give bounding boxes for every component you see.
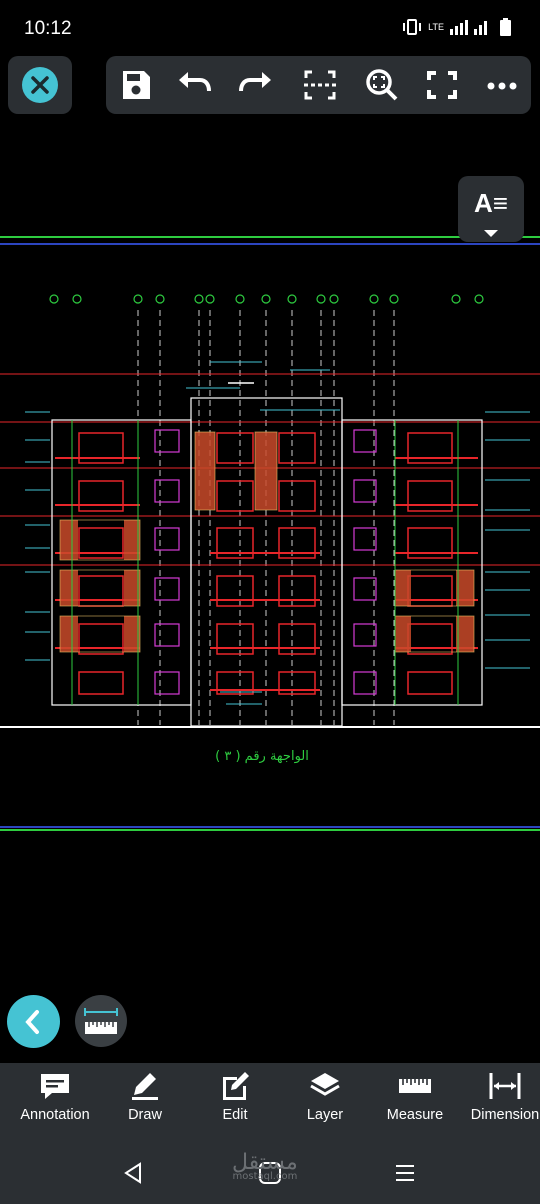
close-button[interactable] bbox=[8, 56, 72, 114]
redo-icon bbox=[239, 72, 271, 92]
layers-icon bbox=[310, 1073, 340, 1096]
text-style-icon: A≡ bbox=[474, 188, 508, 218]
dimension-icon bbox=[489, 1073, 521, 1099]
ruler-icon bbox=[399, 1079, 431, 1093]
tool-measure[interactable]: Measure bbox=[370, 1071, 460, 1123]
undo-button[interactable] bbox=[174, 66, 214, 104]
back-nav-icon[interactable] bbox=[122, 1161, 144, 1185]
system-nav-bar bbox=[0, 1143, 540, 1204]
save-button[interactable] bbox=[116, 66, 156, 104]
zoom-extents-icon bbox=[366, 69, 398, 101]
battery-icon bbox=[500, 18, 511, 36]
vibrate-icon bbox=[403, 19, 422, 35]
tool-annotation[interactable]: Annotation bbox=[10, 1071, 100, 1123]
more-button[interactable] bbox=[482, 66, 522, 104]
drawing-caption: الواجهة رقم ( ٣ ) bbox=[215, 749, 309, 764]
bottom-toolbar: Annotation Draw Edit Layer Measure Dimen… bbox=[0, 1063, 540, 1143]
tool-label: Layer bbox=[306, 1107, 344, 1123]
pencil-icon bbox=[132, 1073, 158, 1100]
top-toolbar bbox=[106, 56, 531, 114]
status-bar: 10:12 LTE bbox=[0, 0, 540, 56]
collapse-button[interactable] bbox=[7, 995, 60, 1048]
watermark-sub: mostaql.com bbox=[232, 1171, 298, 1182]
home-nav-icon[interactable] bbox=[258, 1161, 282, 1185]
ruler-icon bbox=[84, 1008, 118, 1034]
tool-label: Measure bbox=[386, 1107, 444, 1123]
annotation-icon bbox=[41, 1074, 69, 1099]
chevron-down-icon bbox=[484, 230, 498, 237]
select-region-icon bbox=[304, 70, 336, 100]
watermark-text: مستقل bbox=[232, 1150, 298, 1175]
network-type: LTE bbox=[428, 21, 444, 32]
zoom-extents-button[interactable] bbox=[362, 66, 402, 104]
tool-label: Draw bbox=[128, 1107, 162, 1123]
tool-edit[interactable]: Edit bbox=[190, 1071, 280, 1123]
watermark-logo: مستقل mostaql.com bbox=[232, 1150, 298, 1182]
quick-measure-button[interactable] bbox=[75, 995, 127, 1047]
more-icon bbox=[487, 82, 517, 90]
undo-icon bbox=[179, 72, 211, 92]
close-icon bbox=[22, 67, 58, 103]
save-icon bbox=[123, 71, 150, 99]
recents-nav-icon[interactable] bbox=[394, 1163, 416, 1183]
tool-label: Edit bbox=[222, 1107, 248, 1123]
select-region-button[interactable] bbox=[300, 66, 340, 104]
cad-drawing-canvas[interactable]: الواجهة رقم ( ٣ ) bbox=[0, 230, 540, 840]
tool-label: Annotation bbox=[20, 1107, 90, 1123]
chevron-left-icon bbox=[25, 1010, 39, 1034]
tool-dimension[interactable]: Dimension bbox=[460, 1071, 540, 1123]
fullscreen-icon bbox=[427, 71, 457, 99]
edit-icon bbox=[223, 1072, 249, 1100]
status-icons: LTE bbox=[402, 18, 512, 36]
tool-layer[interactable]: Layer bbox=[280, 1071, 370, 1123]
tool-draw[interactable]: Draw bbox=[100, 1071, 190, 1123]
fullscreen-button[interactable] bbox=[422, 66, 462, 104]
tool-label: Dimension bbox=[470, 1107, 540, 1123]
signal-icon bbox=[450, 20, 487, 35]
text-style-button[interactable]: A≡ bbox=[458, 176, 524, 242]
redo-button[interactable] bbox=[236, 66, 276, 104]
clock: 10:12 bbox=[24, 18, 72, 39]
